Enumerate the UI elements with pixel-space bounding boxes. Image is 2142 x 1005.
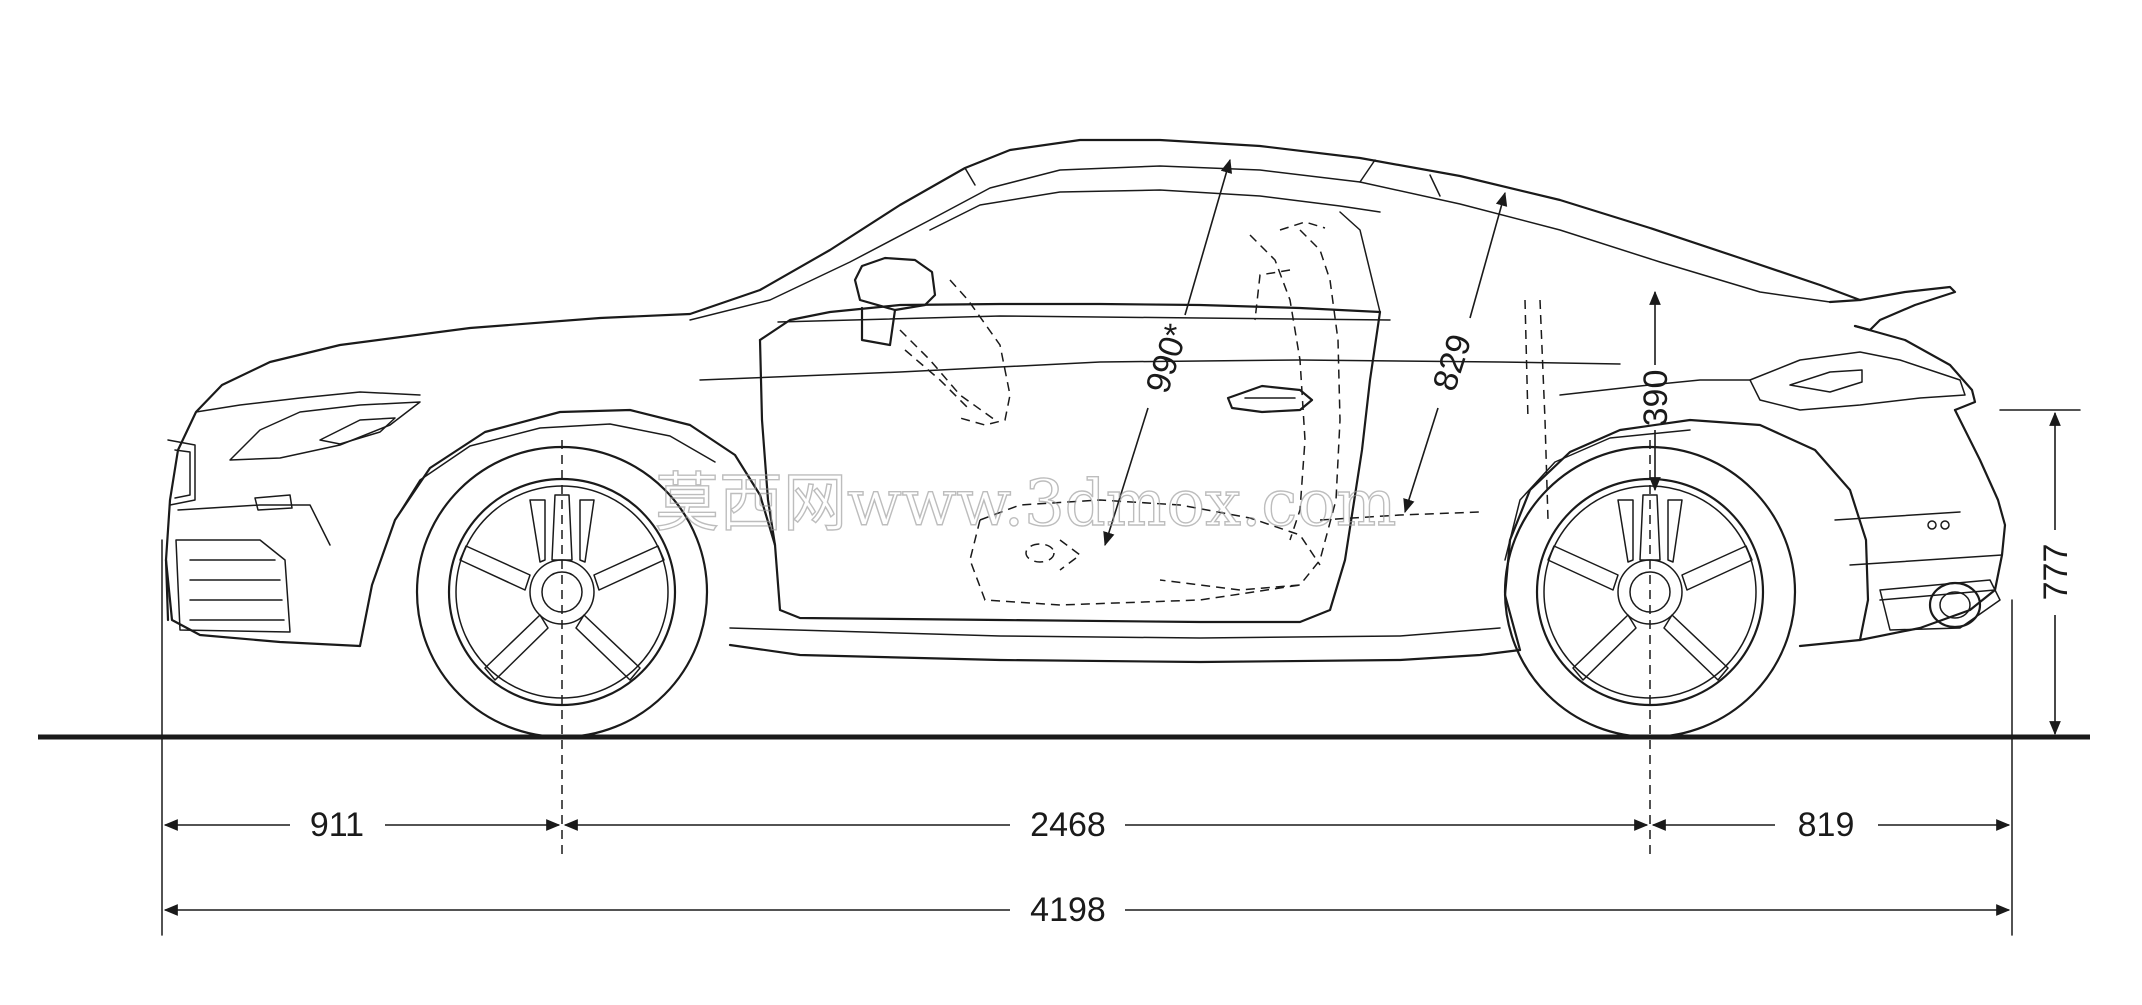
interior-seats-dashed [899,221,1549,606]
dimension-rear-overhang: 819 [1651,806,2011,844]
watermark-text: 莫西网www.3dmox.com [655,467,1397,541]
dimension-height: 777 [2037,411,2075,736]
front-headroom-label: 990* [1139,319,1197,397]
load-sill-label: 390 [1637,370,1675,427]
wheelbase-label: 2468 [1030,806,1106,844]
front-intake-mesh [189,559,285,621]
overall-length-label: 4198 [1030,891,1106,929]
dimension-load-sill: 390 [1637,290,1675,492]
dimension-overall-length: 4198 [163,891,2011,929]
car-body-outline [164,138,2007,664]
height-label: 777 [2037,544,2075,601]
dimension-rear-headroom: 829 [1403,191,1508,514]
reference-lines [161,409,2081,936]
dimension-wheelbase: 2468 [563,806,1649,844]
front-overhang-label: 911 [310,806,364,844]
dimension-front-overhang: 911 [163,806,561,844]
rear-headroom-label: 829 [1426,330,1480,396]
rear-wheel [1503,445,1797,739]
rear-overhang-label: 819 [1798,806,1855,844]
